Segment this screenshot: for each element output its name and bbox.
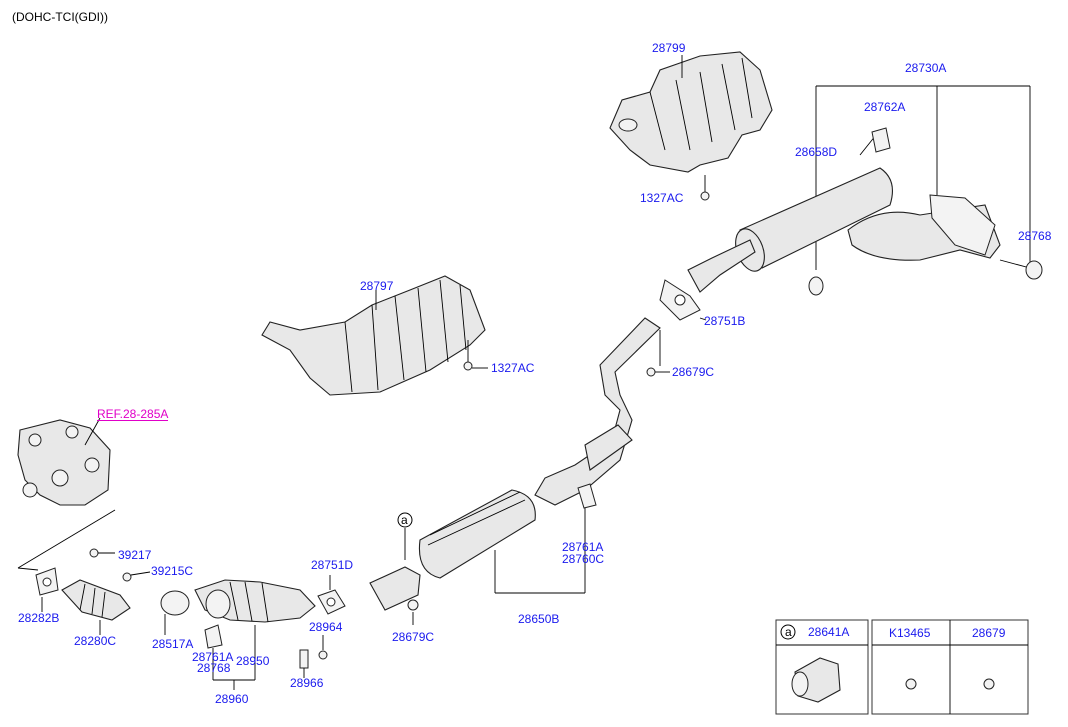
label-28679c-right[interactable]: 28679C bbox=[672, 365, 715, 379]
nut-1327ac-mid[interactable] bbox=[463, 361, 473, 371]
label-28797[interactable]: 28797 bbox=[360, 279, 394, 293]
hanger-28761a-right[interactable] bbox=[577, 483, 597, 509]
label-28280c[interactable]: 28280C bbox=[74, 634, 117, 648]
label-circle-a: a bbox=[401, 513, 408, 527]
hanger-28768-right[interactable] bbox=[1025, 260, 1043, 280]
label-28768-right[interactable]: 28768 bbox=[1018, 229, 1052, 243]
legend-table bbox=[775, 619, 1029, 715]
label-28679c-left[interactable]: 28679C bbox=[392, 630, 435, 644]
label-28282b[interactable]: 28282B bbox=[18, 611, 60, 625]
label-39217[interactable]: 39217 bbox=[118, 548, 152, 562]
hanger-28762a[interactable] bbox=[871, 127, 891, 153]
nut-28679c-right[interactable] bbox=[646, 367, 656, 377]
label-28799[interactable]: 28799 bbox=[652, 41, 686, 55]
nut-28679c-left[interactable] bbox=[407, 599, 419, 611]
legend-part-28679[interactable]: 28679 bbox=[972, 626, 1006, 640]
gasket-28751d[interactable] bbox=[317, 589, 346, 615]
label-28658d[interactable]: 28658D bbox=[795, 145, 838, 159]
hanger-28761a-left[interactable] bbox=[204, 624, 223, 649]
bolt-39217[interactable] bbox=[89, 548, 99, 558]
label-1327ac-top[interactable]: 1327AC bbox=[640, 191, 684, 205]
gasket-28282b[interactable] bbox=[35, 567, 59, 596]
label-28966[interactable]: 28966 bbox=[290, 676, 324, 690]
label-28762a[interactable]: 28762A bbox=[864, 100, 906, 114]
flex-pipe-28280c[interactable] bbox=[61, 579, 131, 621]
legend-marker-a: a bbox=[785, 625, 792, 639]
label-28960[interactable]: 28960 bbox=[215, 692, 249, 706]
ref-link[interactable]: REF.28-285A bbox=[97, 407, 169, 421]
center-pipe[interactable] bbox=[534, 317, 661, 506]
hanger-28658d[interactable] bbox=[808, 276, 824, 296]
clamp-28517a[interactable] bbox=[160, 590, 190, 616]
engine-header: (DOHC-TCI(GDI)) bbox=[12, 10, 108, 24]
heat-shield-middle[interactable] bbox=[261, 275, 486, 396]
heat-shield-upper[interactable] bbox=[609, 51, 773, 173]
label-28650b[interactable]: 28650B bbox=[518, 612, 560, 626]
legend-part-k13465[interactable]: K13465 bbox=[889, 626, 931, 640]
label-28761a-left[interactable]: 28761A bbox=[192, 650, 234, 664]
label-28950[interactable]: 28950 bbox=[236, 654, 270, 668]
label-28517a[interactable]: 28517A bbox=[152, 637, 194, 651]
label-28730a[interactable]: 28730A bbox=[905, 61, 947, 75]
center-muffler[interactable] bbox=[369, 489, 536, 611]
label-28751b[interactable]: 28751B bbox=[704, 314, 746, 328]
label-28761a-right[interactable]: 28761A bbox=[562, 540, 604, 554]
label-28768-left[interactable]: 28768 bbox=[197, 661, 231, 675]
turbocharger[interactable] bbox=[17, 419, 111, 506]
gasket-28751b[interactable] bbox=[659, 279, 701, 321]
nut-1327ac-top[interactable] bbox=[700, 191, 710, 201]
nut-28964[interactable] bbox=[318, 650, 328, 660]
label-28964[interactable]: 28964 bbox=[309, 620, 343, 634]
bolt-28966[interactable] bbox=[299, 649, 309, 669]
label-28760c[interactable]: 28760C bbox=[562, 552, 605, 566]
rear-muffler[interactable] bbox=[687, 167, 1001, 293]
label-39215c[interactable]: 39215C bbox=[151, 564, 194, 578]
catalytic-converter[interactable] bbox=[194, 579, 316, 623]
label-28751d[interactable]: 28751D bbox=[311, 558, 354, 572]
legend-part-28641a[interactable]: 28641A bbox=[808, 625, 850, 639]
sensor-39215c[interactable] bbox=[122, 572, 132, 582]
label-1327ac-mid[interactable]: 1327AC bbox=[491, 361, 535, 375]
